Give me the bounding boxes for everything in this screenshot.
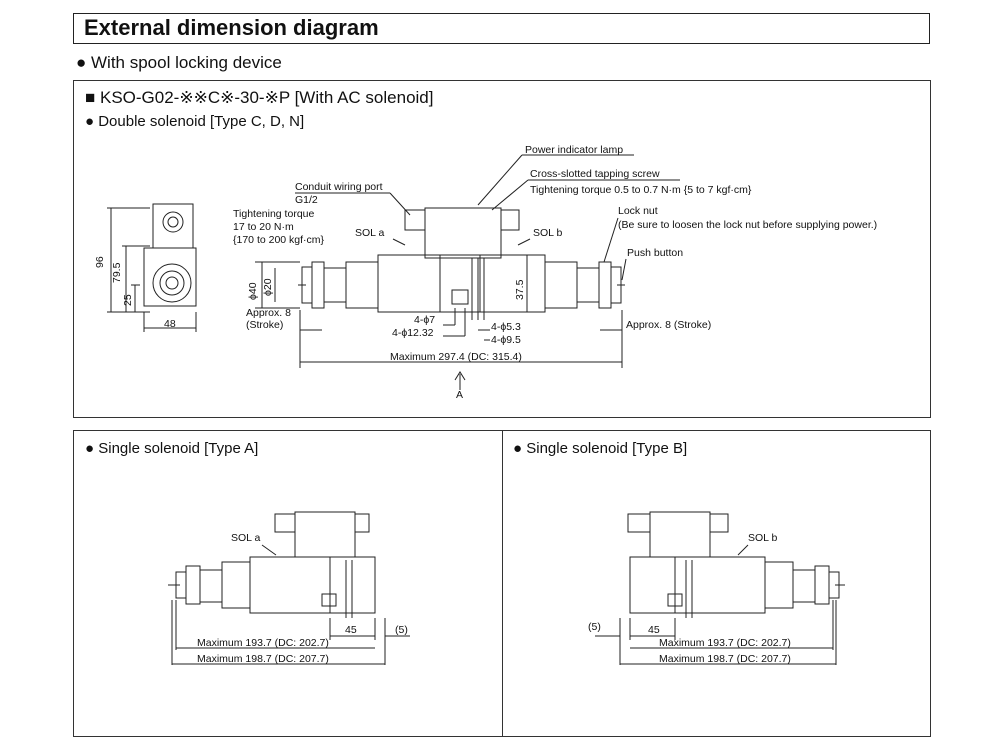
type-a-max-1: Maximum 193.7 (DC: 202.7) — [197, 637, 329, 649]
page-title: External dimension diagram — [84, 15, 379, 40]
label-push-button: Push button — [627, 247, 683, 259]
type-a-dim-5: (5) — [395, 624, 408, 636]
label-conduit: Conduit wiring port — [295, 181, 383, 193]
type-b-body — [595, 511, 845, 665]
model-title: ■ KSO-G02-※※C※-30-※P [With AC solenoid] — [85, 88, 434, 107]
dim-4-phi5-3: 4-ϕ5.3 — [491, 321, 521, 333]
type-b-max-2: Maximum 198.7 (DC: 207.7) — [659, 653, 791, 665]
dim-48: 48 — [164, 318, 176, 330]
type-b-dim-5: (5) — [588, 621, 601, 633]
panel-type-b — [502, 430, 931, 737]
type-a-max-2: Maximum 198.7 (DC: 207.7) — [197, 653, 329, 665]
type-b-max-1: Maximum 193.7 (DC: 202.7) — [659, 637, 791, 649]
label-torque-1: Tightening torque — [233, 208, 314, 220]
dim-max-top: Maximum 297.4 (DC: 315.4) — [390, 351, 522, 363]
top-leaders — [255, 154, 680, 390]
side-view — [107, 203, 197, 332]
label-sol-b: SOL b — [533, 227, 563, 239]
dim-4-phi12-32: 4-ϕ12.32 — [392, 327, 434, 339]
view-arrow-label: A — [456, 389, 463, 401]
label-power-lamp: Power indicator lamp — [525, 144, 623, 156]
dim-25: 25 — [122, 294, 134, 306]
label-torque-3: {170 to 200 kgf·cm} — [233, 234, 325, 246]
label-lock-nut-note: (Be sure to loosen the lock nut before s… — [618, 219, 877, 231]
dim-4-phi9-5: 4-ϕ9.5 — [491, 334, 521, 346]
double-solenoid-subtitle: ● Double solenoid [Type C, D, N] — [85, 113, 305, 130]
label-conduit-size: G1/2 — [295, 194, 318, 206]
label-stroke-left-2: (Stroke) — [246, 319, 283, 331]
label-torque-2: 17 to 20 N·m — [233, 221, 294, 233]
dim-96: 96 — [94, 256, 106, 268]
dim-37-5: 37.5 — [514, 279, 526, 300]
type-a-sol-label: SOL a — [231, 532, 261, 544]
type-a-body — [168, 511, 410, 665]
double-solenoid-body — [298, 207, 625, 320]
type-b-sol-label: SOL b — [748, 532, 778, 544]
type-a-subtitle: ● Single solenoid [Type A] — [85, 440, 259, 457]
type-b-dim-45: 45 — [648, 624, 660, 636]
label-stroke-right: Approx. 8 (Stroke) — [626, 319, 711, 331]
type-a-dim-45: 45 — [345, 624, 357, 636]
dim-phi20: ϕ20 — [262, 278, 274, 296]
label-screw-torque: Tightening torque 0.5 to 0.7 N·m {5 to 7… — [530, 184, 752, 196]
label-screw: Cross-slotted tapping screw — [530, 168, 660, 180]
section-heading: ● With spool locking device — [76, 53, 282, 72]
panel-double-solenoid — [73, 80, 931, 418]
label-lock-nut: Lock nut — [618, 205, 658, 217]
title-box: External dimension diagram — [73, 13, 930, 44]
dim-phi40: ϕ40 — [247, 282, 259, 300]
dim-79-5: 79.5 — [111, 262, 123, 283]
type-b-subtitle: ● Single solenoid [Type B] — [513, 440, 688, 457]
label-sol-a: SOL a — [355, 227, 385, 239]
dim-4-phi7: 4-ϕ7 — [414, 314, 435, 326]
label-stroke-left-1: Approx. 8 — [246, 307, 291, 319]
